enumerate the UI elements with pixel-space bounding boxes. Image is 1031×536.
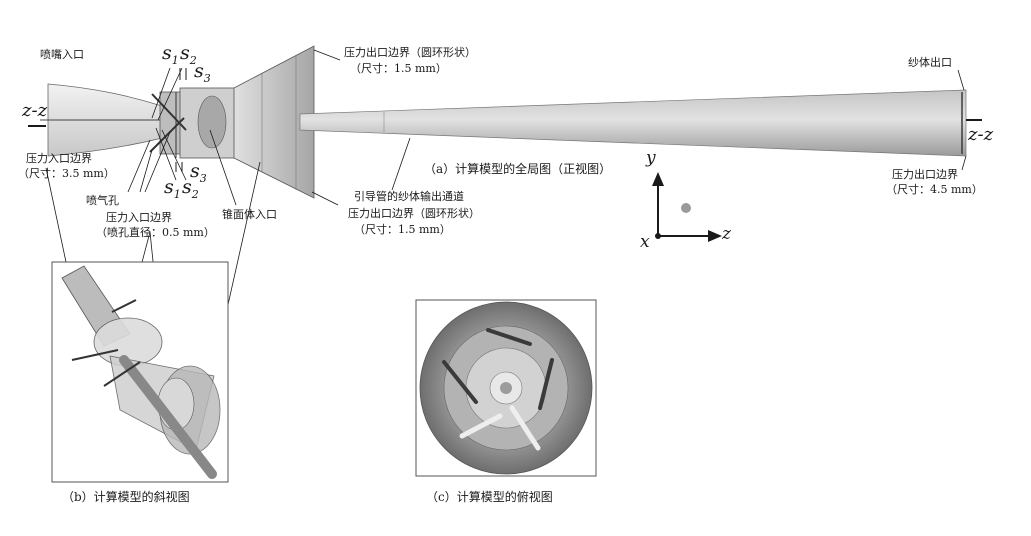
pressure-inlet-jet-label: 压力入口边界: [106, 211, 172, 224]
caption-b: （b）计算模型的斜视图: [62, 490, 190, 504]
symbol-s2-bottom: s2: [182, 176, 199, 201]
pressure-outlet-right-label: 压力出口边界: [892, 168, 958, 181]
caption-c: （c）计算模型的俯视图: [426, 490, 553, 504]
pressure-outlet-bottom-label: 压力出口边界（圆环形状）: [348, 207, 480, 220]
yarn-outlet-label: 纱体出口: [908, 56, 952, 69]
zz-left-label: z-z: [22, 100, 48, 121]
cone-inlet-label: 锥面体入口: [222, 208, 277, 221]
axis-y-label: y: [646, 148, 656, 168]
nozzle-inlet-label: 喷嘴入口: [40, 48, 84, 61]
front-view: [28, 45, 982, 377]
pressure-outlet-bottom-size: （尺寸：1.5 mm）: [354, 223, 451, 236]
symbol-s3-top: s3: [194, 60, 211, 85]
pressure-inlet-label: 压力入口边界: [26, 152, 92, 165]
caption-a: （a）计算模型的全局图（正视图）: [424, 162, 612, 176]
symbol-s1-top: s1: [162, 42, 179, 67]
top-view: [415, 299, 597, 477]
symbol-s3-bottom: s3: [190, 160, 207, 185]
oblique-view: [51, 261, 229, 483]
jet-hole-label: 喷气孔: [86, 194, 119, 207]
symbol-s2-top: s2: [180, 42, 197, 67]
pressure-outlet-top-size: （尺寸：1.5 mm）: [350, 62, 447, 75]
symbol-s1-bottom: s1: [164, 176, 181, 201]
zz-right-label: z-z: [968, 124, 994, 145]
axes: [652, 172, 722, 242]
axis-x-label: x: [640, 232, 650, 252]
pressure-inlet-jet-size: （喷孔直径：0.5 mm）: [96, 226, 215, 239]
pressure-inlet-size: （尺寸：3.5 mm）: [18, 167, 115, 180]
guide-channel-label: 引导管的纱体输出通道: [354, 190, 464, 203]
diffuser-cone: [233, 45, 315, 199]
pressure-outlet-right-size: （尺寸：4.5 mm）: [886, 183, 983, 196]
pressure-outlet-top-label: 压力出口边界（圆环形状）: [344, 46, 476, 59]
axis-z-label: z: [722, 224, 731, 244]
yarn-tube: [299, 89, 967, 157]
